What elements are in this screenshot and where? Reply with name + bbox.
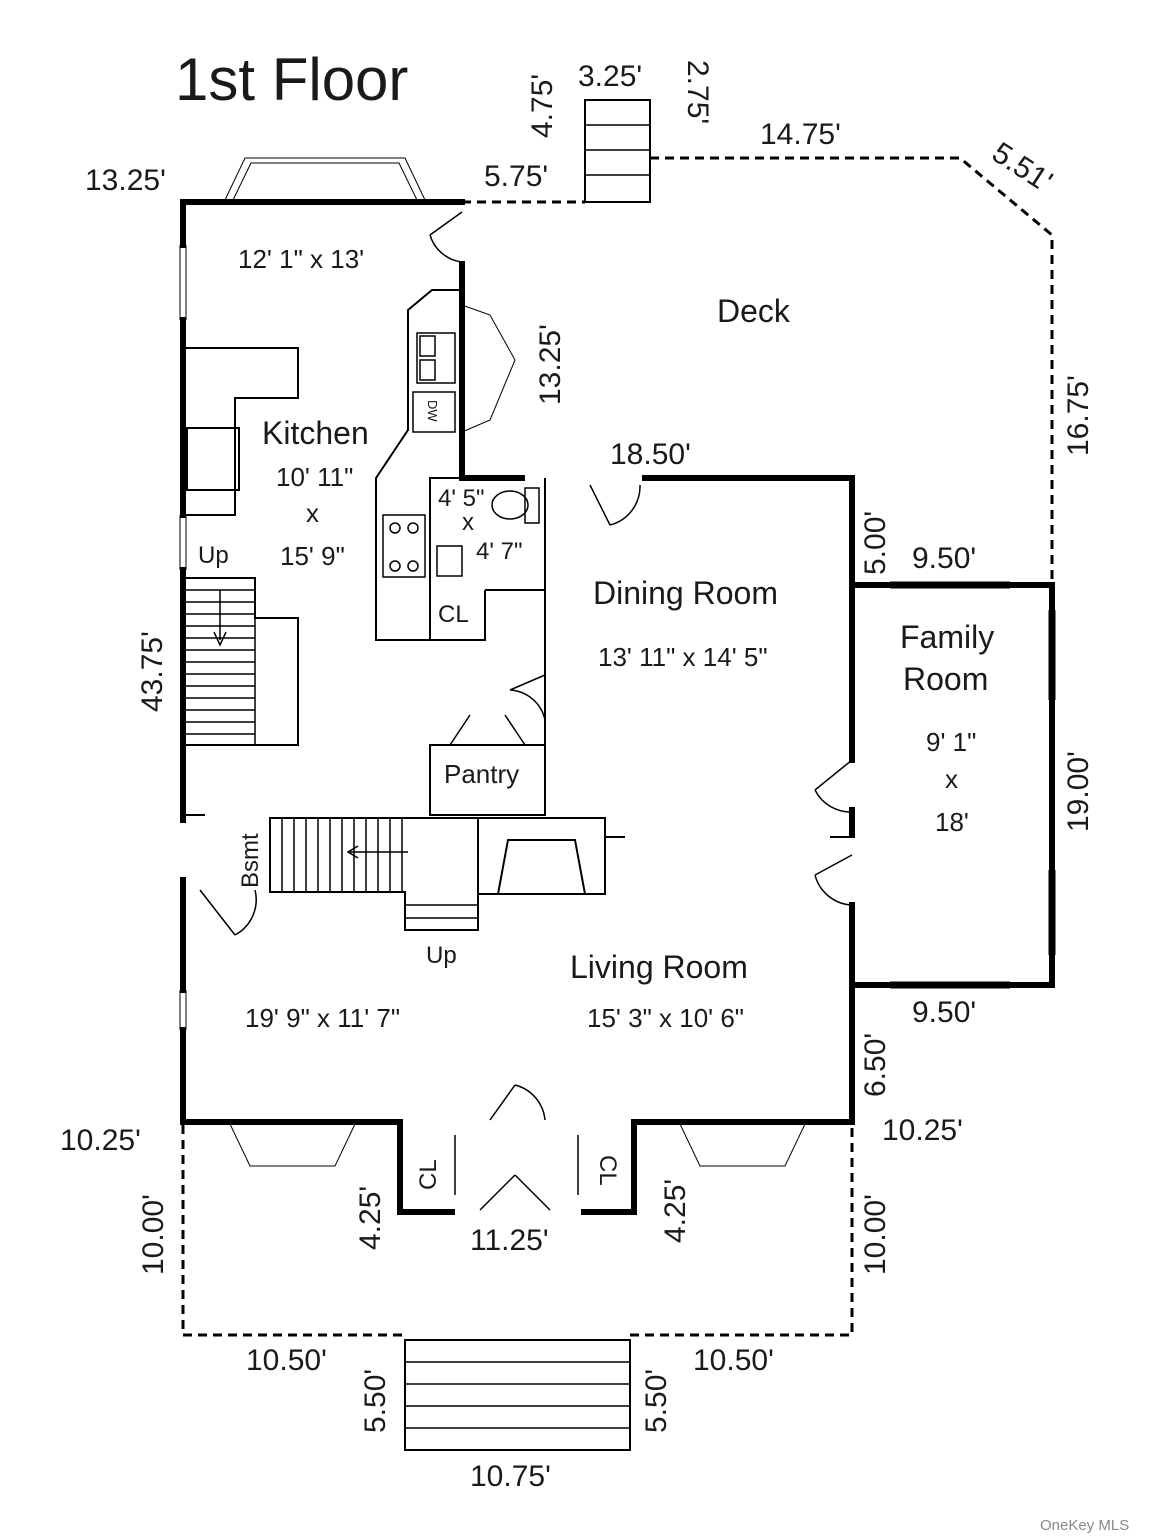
label-living-size: 15' 3" x 10' 6" xyxy=(587,1003,744,1033)
dim-575: 5.75' xyxy=(484,160,548,193)
dim-1000-right: 10.00' xyxy=(859,1194,892,1275)
walls xyxy=(180,199,1055,1215)
label-family-l1: Family xyxy=(900,619,994,655)
page-title: 1st Floor xyxy=(175,46,408,113)
doors xyxy=(199,211,853,1211)
label-up-kitchen: Up xyxy=(198,542,229,569)
dim-475: 4.75' xyxy=(526,74,559,138)
label-bath-l2: x xyxy=(462,509,474,536)
label-cl-right: CL xyxy=(594,1155,621,1186)
label-kitchen-l2: x xyxy=(306,498,319,528)
dim-1850: 18.50' xyxy=(610,438,691,471)
credit-text: OneKey MLS xyxy=(1040,1517,1129,1534)
dim-500: 5.00' xyxy=(859,511,892,575)
label-family-d1: 9' 1" xyxy=(926,727,976,757)
label-cl-kitchen: CL xyxy=(438,601,469,628)
dim-1050-right: 10.50' xyxy=(693,1344,774,1377)
label-family-l2: Room xyxy=(903,661,988,697)
dim-1075: 10.75' xyxy=(470,1460,551,1493)
label-kitchen-l1: 10' 11" xyxy=(276,462,353,492)
dim-650: 6.50' xyxy=(859,1033,892,1097)
label-pantry: Pantry xyxy=(444,759,519,789)
labels: 1st Floor Deck 12' 1" x 13' Kitchen 10' … xyxy=(175,46,1129,1534)
label-kitchen: Kitchen xyxy=(262,415,369,451)
label-bath-l3: 4' 7" xyxy=(476,538,522,565)
dim-550-left: 5.50' xyxy=(359,1369,392,1433)
rotated-labels: Bsmt CL CL DW xyxy=(237,400,621,1190)
label-dining-size: 13' 11" x 14' 5" xyxy=(598,642,768,672)
label-bath-l1: 4' 5" xyxy=(438,485,484,512)
dim-1325-side: 13.25' xyxy=(534,324,567,405)
dim-551: 5.51' xyxy=(986,136,1058,199)
dim-425-right: 4.25' xyxy=(659,1179,692,1243)
label-nook-size: 12' 1" x 13' xyxy=(238,244,364,274)
label-living: Living Room xyxy=(570,949,748,985)
dim-950-top: 9.50' xyxy=(912,542,976,575)
dim-275: 2.75' xyxy=(681,60,714,124)
label-bsmt: Bsmt xyxy=(237,833,264,888)
stairs xyxy=(183,577,479,931)
dim-1050-left: 10.50' xyxy=(246,1344,327,1377)
dim-1675: 16.75' xyxy=(1062,375,1095,456)
dim-325: 3.25' xyxy=(578,60,642,93)
dim-425-left: 4.25' xyxy=(354,1186,387,1250)
dim-1900: 19.00' xyxy=(1062,751,1095,832)
dimensions: 3.25' 14.75' 13.25' 5.75' 18.50' 9.50' 9… xyxy=(60,60,1095,1493)
porch-outline xyxy=(181,1125,854,1451)
label-cl-left: CL xyxy=(415,1159,442,1190)
label-dining: Dining Room xyxy=(593,575,778,611)
dim-950-bot: 9.50' xyxy=(912,996,976,1029)
dim-1025-left: 10.25' xyxy=(60,1124,141,1157)
deck-outline xyxy=(462,99,1054,585)
dim-1000-left: 10.00' xyxy=(137,1194,170,1275)
label-family-d3: 18' xyxy=(935,807,969,837)
dim-1125: 11.25' xyxy=(470,1224,549,1257)
windows xyxy=(179,157,1056,1167)
kitchen-fixtures xyxy=(183,289,540,641)
dim-1325-top: 13.25' xyxy=(85,164,166,197)
label-kitchen-l3: 15' 9" xyxy=(280,541,345,571)
dim-4375: 43.75' xyxy=(136,631,169,712)
dim-550-right: 5.50' xyxy=(640,1369,673,1433)
label-dw: DW xyxy=(425,400,440,422)
label-deck: Deck xyxy=(717,293,791,329)
dim-1025-right: 10.25' xyxy=(882,1114,963,1147)
label-foyer-size: 19' 9" x 11' 7" xyxy=(245,1003,400,1033)
dim-1475: 14.75' xyxy=(760,118,841,151)
label-family-d2: x xyxy=(945,764,958,794)
label-up-hall: Up xyxy=(426,942,457,969)
